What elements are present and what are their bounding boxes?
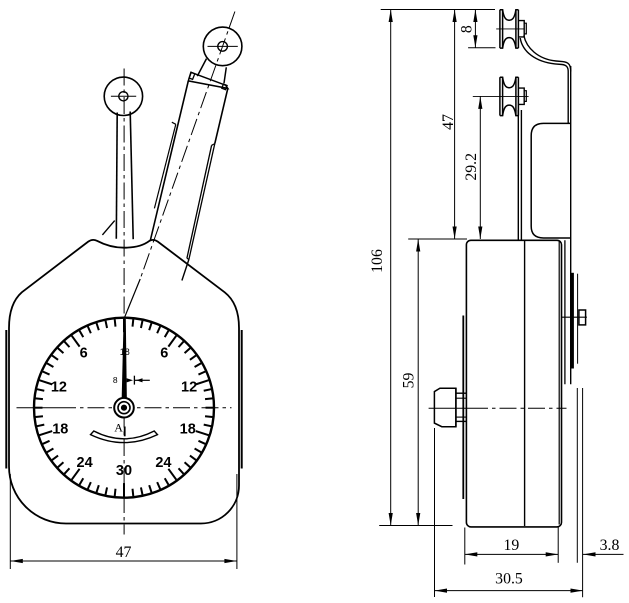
svg-text:18: 18 <box>120 347 130 357</box>
svg-text:6: 6 <box>160 346 168 362</box>
svg-text:19: 19 <box>504 537 520 554</box>
svg-text:A: A <box>114 421 123 435</box>
svg-text:12: 12 <box>51 380 67 396</box>
svg-text:47: 47 <box>440 114 457 130</box>
svg-text:12: 12 <box>181 380 197 396</box>
svg-text:24: 24 <box>77 455 93 471</box>
svg-text:6: 6 <box>80 346 88 362</box>
svg-text:29.2: 29.2 <box>463 153 480 181</box>
svg-text:8: 8 <box>459 25 476 33</box>
svg-text:30.5: 30.5 <box>495 571 523 588</box>
svg-text:3.8: 3.8 <box>600 537 620 554</box>
svg-text:8: 8 <box>113 375 118 385</box>
svg-text:18: 18 <box>180 422 196 438</box>
svg-text:18: 18 <box>52 422 68 438</box>
svg-text:24: 24 <box>155 455 171 471</box>
svg-text:30: 30 <box>116 463 132 479</box>
svg-text:106: 106 <box>369 249 386 273</box>
svg-text:47: 47 <box>116 544 132 561</box>
svg-text:59: 59 <box>401 373 418 389</box>
